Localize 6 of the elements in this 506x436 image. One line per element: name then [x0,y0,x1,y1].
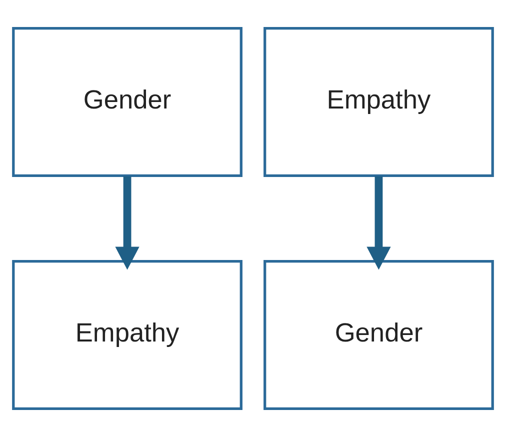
node-box: Gender [12,26,242,177]
node-box: Empathy [12,259,242,410]
node-box: Gender [264,259,494,410]
arrow [115,176,140,270]
node-box: Empathy [264,26,494,177]
arrow [366,176,391,270]
